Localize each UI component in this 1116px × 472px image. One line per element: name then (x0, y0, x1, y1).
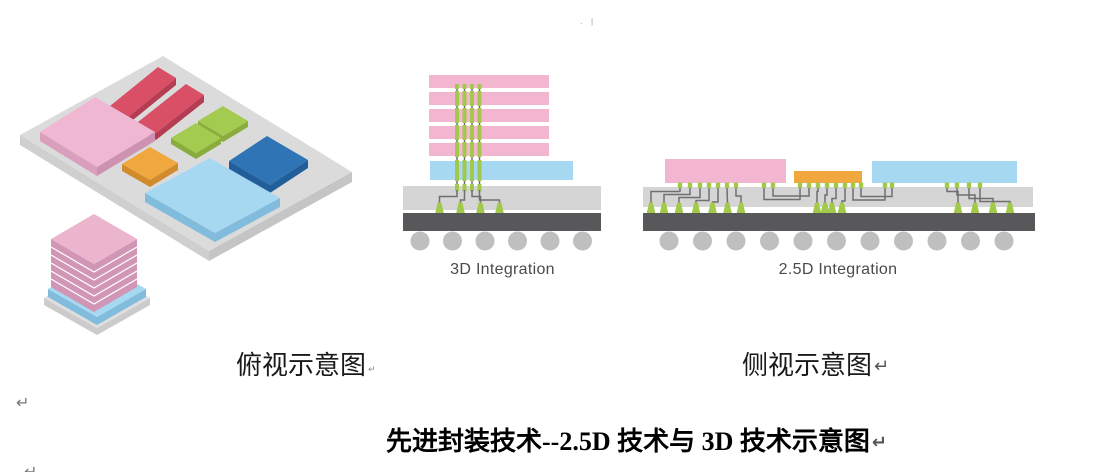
figure-3d-integration-image (403, 75, 601, 251)
line-break-mark: ↵ (16, 393, 30, 412)
figure-25d-integration-image (643, 159, 1035, 251)
side-view-label-text: 侧视示意图 (742, 351, 873, 380)
chip-light-blue-large (145, 158, 280, 242)
caption-text: 先进封装技术--2.5D 技术与 3D 技术示意图 (386, 427, 870, 456)
chip-pink (665, 159, 786, 183)
line-break-mark-clipped: ↵ (24, 462, 38, 472)
tsv-green-segments (455, 84, 482, 191)
stacked-memory-dies (429, 75, 549, 156)
interposer-bumps (646, 202, 1015, 213)
label-3d-integration: 3D Integration (450, 261, 555, 278)
chip-green-2 (171, 123, 221, 159)
microbumps (677, 182, 983, 188)
tiny-dot-mark: · (580, 19, 583, 28)
tsv-columns (455, 84, 482, 192)
chip-orange (122, 147, 178, 187)
solder-balls (410, 231, 592, 251)
figure-top-view-image (20, 56, 352, 335)
stacked-die-assembly (44, 214, 150, 335)
interposer-routing-wires (650, 187, 1011, 204)
solder-balls (659, 231, 1014, 251)
substrate-bumps (435, 202, 504, 213)
tiny-bar-mark: | (591, 17, 594, 26)
top-view-label-text: 俯视示意图 (236, 351, 367, 380)
chip-dark-blue (229, 136, 308, 193)
line-break-mark: ↵ (874, 356, 890, 377)
top-view-label: 俯视示意图↵ (236, 345, 376, 382)
figure-caption: 先进封装技术--2.5D 技术与 3D 技术示意图↵ (386, 421, 887, 458)
line-break-mark: ↵ (871, 432, 887, 453)
pcb-bar (643, 213, 1035, 231)
base-logic-die (430, 161, 573, 180)
chip-blue (872, 161, 1017, 183)
chip-pink-large (40, 97, 155, 176)
pink-die-stack (50, 214, 138, 312)
side-view-label: 侧视示意图↵ (742, 345, 889, 382)
label-25d-integration: 2.5D Integration (778, 261, 898, 278)
pcb-bar (403, 213, 601, 231)
line-break-mark: ↵ (368, 365, 376, 375)
chip-orange (794, 171, 862, 183)
substrate-routing-wires (438, 190, 501, 204)
